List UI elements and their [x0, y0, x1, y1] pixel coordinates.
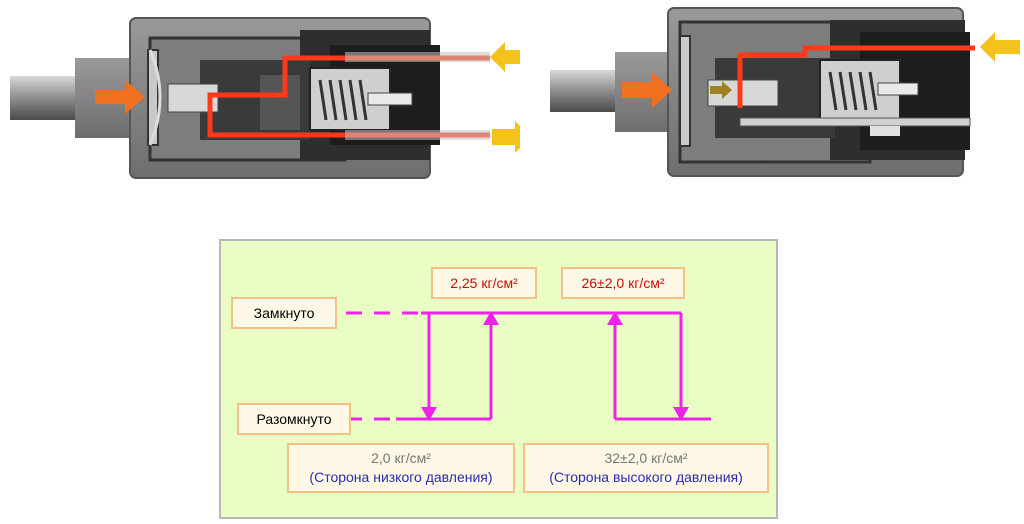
diaphragm — [679, 35, 691, 147]
high-off-threshold: 26±2,0 кг/см² — [561, 267, 685, 299]
spring-icon — [828, 71, 878, 111]
open-state-label: Разомкнуто — [237, 403, 351, 435]
diaphragm — [147, 49, 159, 146]
inflow-arrow-icon — [980, 32, 1020, 62]
inflow-arrow-icon — [490, 42, 520, 72]
high-side-threshold: 32±2,0 кг/см² (Сторона высокого давления… — [523, 443, 769, 493]
low-side-threshold: 2,0 кг/см² (Сторона низкого давления) — [287, 443, 515, 493]
down-arrow-icon — [673, 407, 689, 421]
switching-waveform — [346, 311, 711, 421]
pressure-switch-cutaway-left — [10, 17, 520, 179]
pressure-arrow-icon — [95, 80, 145, 114]
up-arrow-icon — [607, 311, 623, 325]
closed-state-label: Замкнуто — [231, 297, 337, 329]
hysteresis-diagram-panel: Замкнуто Разомкнуто 2,25 кг/см² 26±2,0 к… — [219, 239, 778, 519]
spring-icon — [318, 79, 368, 121]
low-off-value: 2,0 кг/см² — [371, 450, 431, 467]
inlet-shaft — [10, 76, 80, 120]
inlet-shaft — [550, 70, 620, 112]
low-side-caption: (Сторона низкого давления) — [309, 469, 493, 485]
pressure-arrow-icon — [622, 72, 672, 108]
flow-path — [737, 45, 975, 108]
pressure-switch-cutaway-right — [550, 7, 1020, 177]
low-on-threshold: 2,25 кг/см² — [431, 267, 537, 299]
small-arrow-icon — [710, 81, 732, 99]
flow-path — [207, 55, 490, 138]
high-on-value: 32±2,0 кг/см² — [604, 450, 688, 467]
high-side-caption: (Сторона высокого давления) — [549, 469, 743, 485]
outflow-arrow-icon — [492, 121, 520, 153]
down-arrow-icon — [421, 407, 437, 421]
up-arrow-icon — [483, 311, 499, 325]
